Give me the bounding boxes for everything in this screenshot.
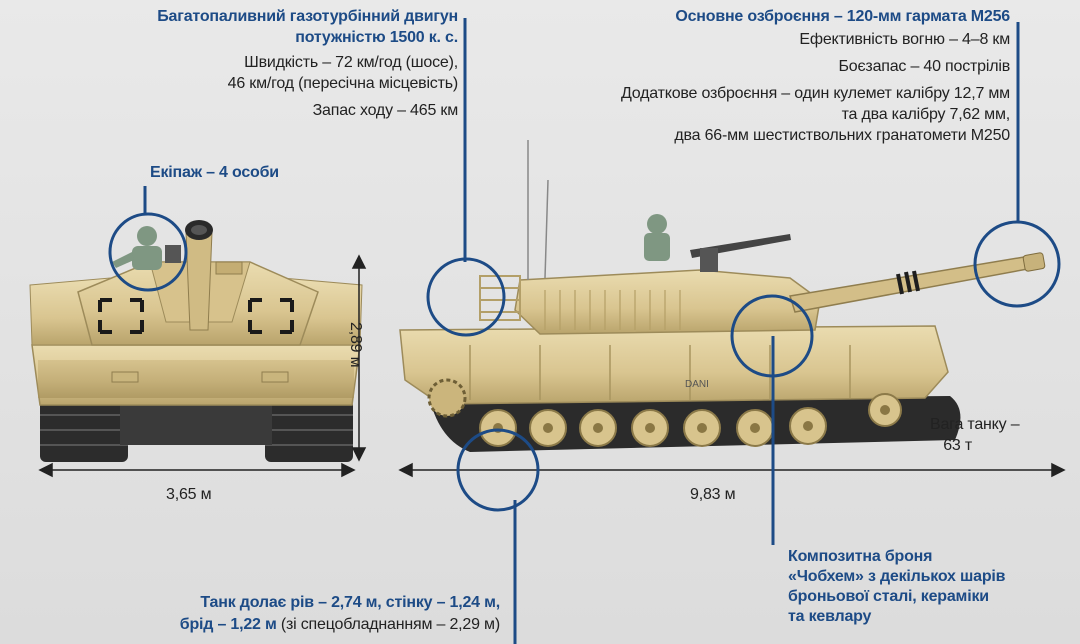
additional-line3: два 66-мм шестиствольних гранатомети M25… [674, 127, 1010, 144]
front-view-tank [29, 220, 363, 462]
range-text: Запас ходу – 465 км [312, 102, 459, 119]
obstacles-line1: Танк долає рів – 2,74 м, стінку – 1,24 м… [200, 594, 500, 611]
width-label: 3,65 м [166, 486, 212, 503]
height-label: 2,89 м [347, 322, 364, 368]
speed-line1: Швидкість – 72 км/год (шосе), [244, 54, 458, 71]
side-length-dimension [398, 462, 1066, 478]
armament-title: Основне озброєння – 120-мм гармата M256 [675, 8, 1010, 25]
ford-depth: брід – 1,22 м [179, 616, 277, 633]
weight-callout: Вага танку – 63 т [930, 414, 1050, 456]
front-width-dimension [38, 462, 356, 478]
engine-title-line1: Багатопаливний газотурбінний двигун [157, 8, 458, 25]
armor-line3: броньової сталі, кераміки [788, 588, 989, 605]
armor-callout: Композитна броня «Чобхем» з декількох ша… [788, 547, 1005, 627]
ammunition: Боєзапас – 40 пострілів [838, 58, 1010, 75]
front-height-dimension [351, 254, 367, 462]
callout-lines [143, 18, 1020, 644]
armor-line2: «Чобхем» з декількох шарів [788, 568, 1006, 585]
crew-callout: Екіпаж – 4 особи [150, 164, 279, 181]
weight-line2: 63 т [943, 437, 972, 454]
armament-callout: Основне озброєння – 120-мм гармата M256 … [560, 6, 1010, 146]
length-label: 9,83 м [690, 486, 736, 503]
weight-line1: Вага танку – [930, 416, 1020, 433]
engine-callout: Багатопаливний газотурбінний двигун поту… [50, 6, 458, 121]
speed-line2: 46 км/год (пересічна місцевість) [227, 75, 459, 92]
armor-line1: Композитна броня [788, 548, 933, 565]
armor-line4: та кевлару [788, 608, 872, 625]
additional-line2: та два калібру 7,62 мм, [841, 106, 1011, 123]
ford-equipment: (зі спецобладнанням – 2,29 м) [276, 616, 500, 633]
additional-line1: Додаткове озброєння – один кулемет каліб… [620, 85, 1010, 102]
side-view-tank: DANI [399, 140, 1046, 452]
obstacles-callout: Танк долає рів – 2,74 м, стінку – 1,24 м… [60, 592, 500, 636]
engine-title-line2: потужністю 1500 к. с. [295, 29, 458, 46]
fire-range: Ефективність вогню – 4–8 км [799, 31, 1010, 48]
callout-circles [108, 212, 1061, 512]
svg-text:DANI: DANI [685, 379, 709, 390]
